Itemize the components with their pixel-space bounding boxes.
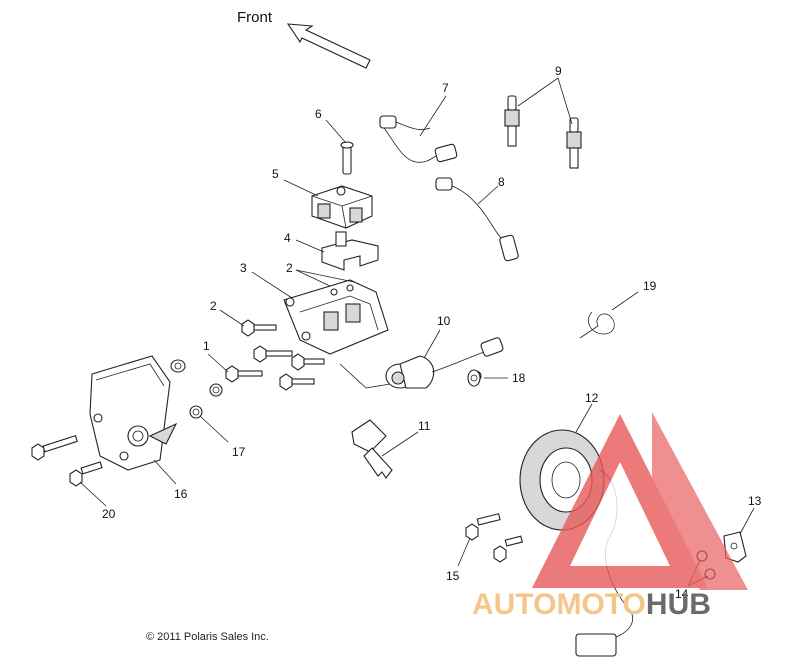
callout-19: 19 [643, 279, 657, 293]
brand-part-auto: AUTO [472, 588, 556, 621]
part-11-key [351, 419, 393, 479]
part-17-nuts [170, 359, 203, 419]
front-label: Front [237, 9, 273, 26]
callout-3: 3 [240, 261, 247, 275]
part-2-screw [241, 319, 277, 337]
callout-8: 8 [498, 175, 505, 189]
callout-16: 16 [174, 487, 188, 501]
part-7-spark-lead [379, 115, 458, 163]
callout-20: 20 [102, 507, 116, 521]
part-16-cover [89, 355, 178, 471]
brand-part-hub: HUB [646, 588, 711, 621]
callout-9: 9 [555, 64, 562, 78]
callout-13: 13 [748, 494, 762, 508]
part-1-bolts [209, 345, 325, 397]
callout-5: 5 [272, 167, 279, 181]
callout-2b: 2 [286, 261, 293, 275]
part-19-clip [579, 311, 615, 339]
callout-15: 15 [446, 569, 460, 583]
callout-12: 12 [585, 391, 599, 405]
callout-18: 18 [512, 371, 526, 385]
part-4-bracket [321, 231, 379, 271]
copyright-text: © 2011 Polaris Sales Inc. [146, 631, 269, 643]
watermark-text: AUTOMOTOHUB [472, 588, 711, 621]
part-15-bolts [465, 513, 523, 563]
part-8-lead [435, 177, 519, 262]
callout-4: 4 [284, 231, 291, 245]
callout-11: 11 [418, 419, 431, 433]
callout-17: 17 [232, 445, 246, 459]
callout-7: 7 [442, 81, 449, 95]
callout-2a: 2 [210, 299, 217, 313]
callout-1: 1 [203, 339, 210, 353]
front-arrow-icon [286, 23, 371, 69]
part-18-fastener [467, 369, 481, 387]
callout-10: 10 [437, 314, 451, 328]
part-10-key-switch [385, 337, 504, 389]
watermark-logo [532, 412, 748, 590]
part-20-screws [31, 434, 103, 487]
part-9-spark-plugs [504, 95, 582, 169]
part-3-mount-plate [283, 279, 389, 355]
part-5-coil [311, 185, 373, 229]
callout-6: 6 [315, 107, 322, 121]
callout-14: 14 [675, 587, 689, 601]
brand-part-moto: MOTO [556, 588, 645, 621]
part-6-bolt [340, 141, 354, 175]
